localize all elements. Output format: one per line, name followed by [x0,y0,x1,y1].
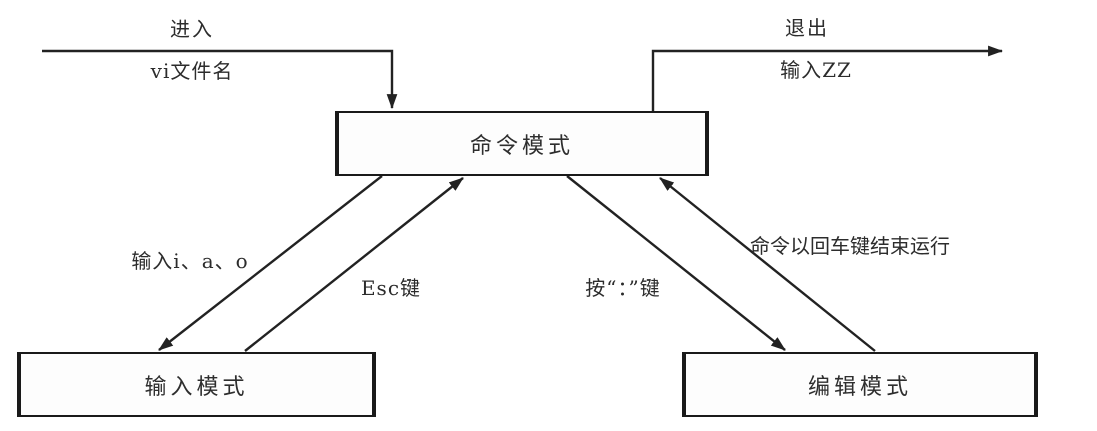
label-command-to-input: 输入i、a、o [131,249,249,273]
box-edit-mode-label: 编辑模式 [807,374,912,400]
arrow-input-to-command [244,177,464,352]
arrow-command-to-input [158,175,383,351]
arrow-enter-to-command [42,49,398,110]
label-enter-action: 进入 [170,17,214,41]
arrow-edit-to-command [659,177,876,352]
arrow-command-to-exit [651,45,1004,111]
box-input-mode: 输入模式 [17,352,376,417]
label-enter-command: vi文件名 [150,59,234,83]
box-edit-mode: 编辑模式 [682,352,1038,417]
label-exit-action: 退出 [785,16,829,40]
box-command-mode: 命令模式 [335,111,709,176]
label-edit-to-command: 命令以回车键结束运行 [750,234,950,258]
box-command-mode-label: 命令模式 [469,133,574,159]
label-input-to-command: Esc键 [360,276,422,300]
box-input-mode-label: 输入模式 [144,374,249,400]
arrow-command-to-edit [566,175,786,351]
label-command-to-edit: 按“：”键 [585,276,661,300]
label-exit-command: 输入ZZ [780,58,852,82]
